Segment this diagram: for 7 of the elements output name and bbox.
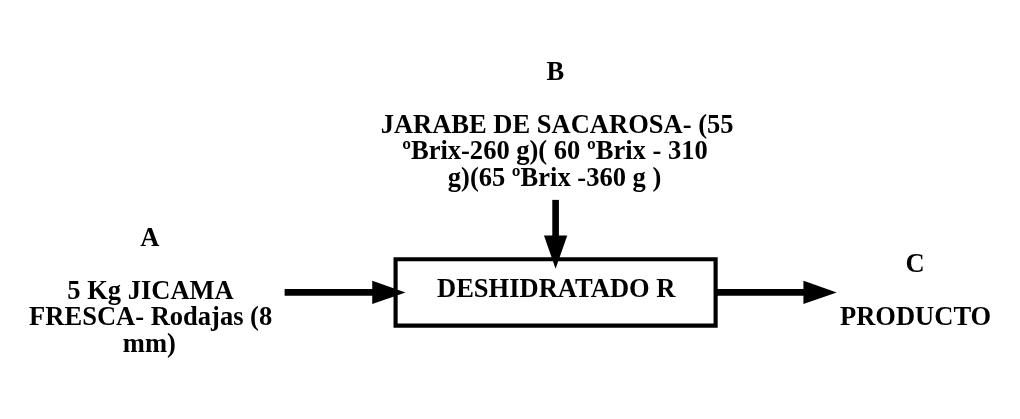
arrow [284, 280, 406, 305]
arrow [715, 280, 837, 305]
node-text: C PRODUCTO [839, 248, 992, 332]
node-text: A 5 Kg JICAMA FRESCA- Rodajas (8 mm) [29, 221, 273, 358]
arrow [543, 199, 568, 269]
node-box: DESHIDRATADO R [393, 257, 718, 328]
node-text: B JARABE DE SACAROSA- (55 ºBrix-260 g)( 60 ºBrix - 310 g)(65 ºBrix -360 g ) [380, 55, 734, 192]
